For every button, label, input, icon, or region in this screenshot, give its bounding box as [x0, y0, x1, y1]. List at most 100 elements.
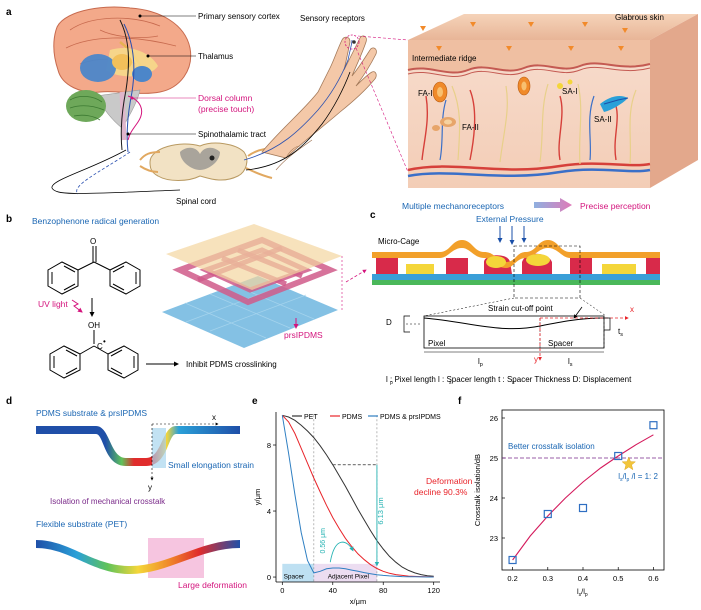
- data-point-marker: [508, 555, 517, 565]
- y-tick-label: 26: [490, 414, 498, 423]
- label-strain-cutoff: Strain cut-off point: [488, 304, 554, 313]
- label-spinal-cord: Spinal cord: [176, 197, 216, 206]
- panel-d: d PDMS substrate & prsIPDMS x y Small el…: [6, 396, 254, 590]
- label-sensory-receptors: Sensory receptors: [300, 14, 365, 23]
- spacer-region: [282, 563, 314, 582]
- pet-strip: [36, 540, 240, 574]
- legend-sub-s2: s: [512, 380, 515, 386]
- legend-sub-p: p: [390, 380, 393, 386]
- label-flexible-substrate: Flexible substrate (PET): [36, 519, 127, 529]
- y-tick-label: 4: [267, 507, 271, 516]
- label-pdms-substrate: PDMS substrate & prsIPDMS: [36, 408, 147, 418]
- layer-stack-illustration: [162, 224, 343, 348]
- panel-d-letter: d: [6, 396, 12, 407]
- label-e-adjacent-pixel: Adjacent Pixel: [328, 574, 370, 581]
- panel-c: c External Pressure Micro-Cage Strain cu…: [370, 210, 660, 386]
- dim-arrow-056: [329, 541, 354, 563]
- x-axis-title: ls/lp: [577, 587, 588, 598]
- x-tick-label: 0: [280, 586, 284, 595]
- y-tick-label: 24: [490, 494, 498, 503]
- label-external-pressure: External Pressure: [476, 214, 544, 224]
- label-c-legend: l : Pixel length l : Spacer length t : S…: [386, 375, 632, 384]
- x-axis-title: x/μm: [350, 597, 366, 606]
- label-uv-light: UV light: [38, 299, 68, 309]
- label-sa2: SA-II: [594, 115, 612, 124]
- label-decline: decline 90.3%: [414, 487, 468, 497]
- label-precise-touch: (precise touch): [198, 104, 254, 114]
- data-point-marker: [578, 503, 588, 513]
- label-d-y: y: [148, 483, 152, 492]
- strain-highlight: [152, 428, 166, 468]
- benzophenone-molecule: [47, 246, 141, 295]
- label-oxygen: O: [90, 237, 96, 246]
- dim-label-613: 6.13 μm: [376, 497, 385, 524]
- spinal-cord-illustration: [139, 142, 277, 181]
- x-tick-label: 0.3: [543, 574, 553, 583]
- series-line-1: [281, 414, 434, 578]
- label-ratio: ls/lp /l = 1: 2: [618, 472, 658, 483]
- label-radical-dot: •: [103, 337, 106, 346]
- data-point-marker: [649, 421, 658, 430]
- label-carbon: C: [97, 342, 103, 351]
- y-tick-label: 25: [490, 454, 498, 463]
- panel-a: a Primary sensory: [6, 6, 698, 212]
- y-tick-label: 8: [267, 441, 271, 450]
- label-glabrous-skin: Glabrous skin: [615, 13, 664, 22]
- label-micro-cage: Micro-Cage: [378, 237, 420, 246]
- label-inhibit: Inhibit PDMS crosslinking: [186, 360, 277, 369]
- label-small-strain: Small elongation strain: [168, 460, 254, 470]
- pdms-strip: [36, 426, 240, 466]
- cerebellum: [66, 90, 106, 122]
- data-point-marker: [614, 451, 623, 461]
- label-better-isolation: Better crosstalk isolation: [508, 442, 595, 451]
- star-icon: [621, 456, 637, 471]
- label-dorsal-column: Dorsal column: [198, 93, 253, 103]
- label-precise-perception: Precise perception: [580, 201, 651, 211]
- x-tick-label: 40: [329, 586, 337, 595]
- label-benzophenone: Benzophenone radical generation: [32, 216, 159, 226]
- y-axis-title: Crosstalk isolation/dB: [473, 454, 482, 526]
- panel-b: b Benzophenone radical generation O UV l…: [6, 214, 367, 379]
- dim-label-056: 0.56 μm: [320, 528, 327, 554]
- panel-c-letter: c: [370, 210, 376, 221]
- series-line-2: [281, 415, 434, 578]
- label-prsipdms: prsIPDMS: [284, 330, 323, 340]
- uv-light-icon: [71, 299, 83, 313]
- legend-sub-s1: s: [449, 380, 452, 386]
- label-ts: ts: [618, 327, 623, 338]
- y-tick-label: 0: [267, 573, 271, 582]
- series-line-0: [282, 414, 434, 577]
- label-x-axis: x: [630, 305, 634, 314]
- label-displacement-d: D: [386, 318, 392, 327]
- deformation-schematic: [403, 315, 629, 361]
- label-multiple-mechanoreceptors: Multiple mechanoreceptors: [402, 201, 504, 211]
- legend-label-1: PDMS: [342, 414, 363, 421]
- fit-curve: [512, 434, 654, 561]
- label-sa1: SA-I: [562, 87, 578, 96]
- label-intermediate-ridge: Intermediate ridge: [412, 54, 477, 63]
- x-tick-label: 0.5: [613, 574, 623, 583]
- panel-a-letter: a: [6, 7, 12, 18]
- x-tick-label: 80: [379, 586, 387, 595]
- legend-label-0: PET: [304, 414, 318, 421]
- right-arrow-icon: [534, 198, 572, 212]
- radical-molecule: [49, 330, 139, 379]
- panel-f-letter: f: [458, 396, 462, 407]
- x-tick-label: 120: [427, 586, 440, 595]
- label-deformation: Deformation: [426, 476, 473, 486]
- legend-label-2: PDMS & prsIPDMS: [380, 414, 441, 421]
- label-large-deformation: Large deformation: [178, 580, 247, 590]
- y-axis-title: y/μm: [253, 489, 262, 505]
- label-d-x: x: [212, 413, 216, 422]
- x-tick-label: 0.4: [578, 574, 588, 583]
- label-isolation: Isolation of mechanical crosstalk: [50, 497, 166, 506]
- label-spinothalamic-tract: Spinothalamic tract: [198, 130, 267, 139]
- panel-e-letter: e: [252, 396, 258, 407]
- label-fa2: FA-II: [462, 123, 479, 132]
- y-tick-label: 23: [490, 534, 498, 543]
- brain-illustration: [53, 6, 192, 141]
